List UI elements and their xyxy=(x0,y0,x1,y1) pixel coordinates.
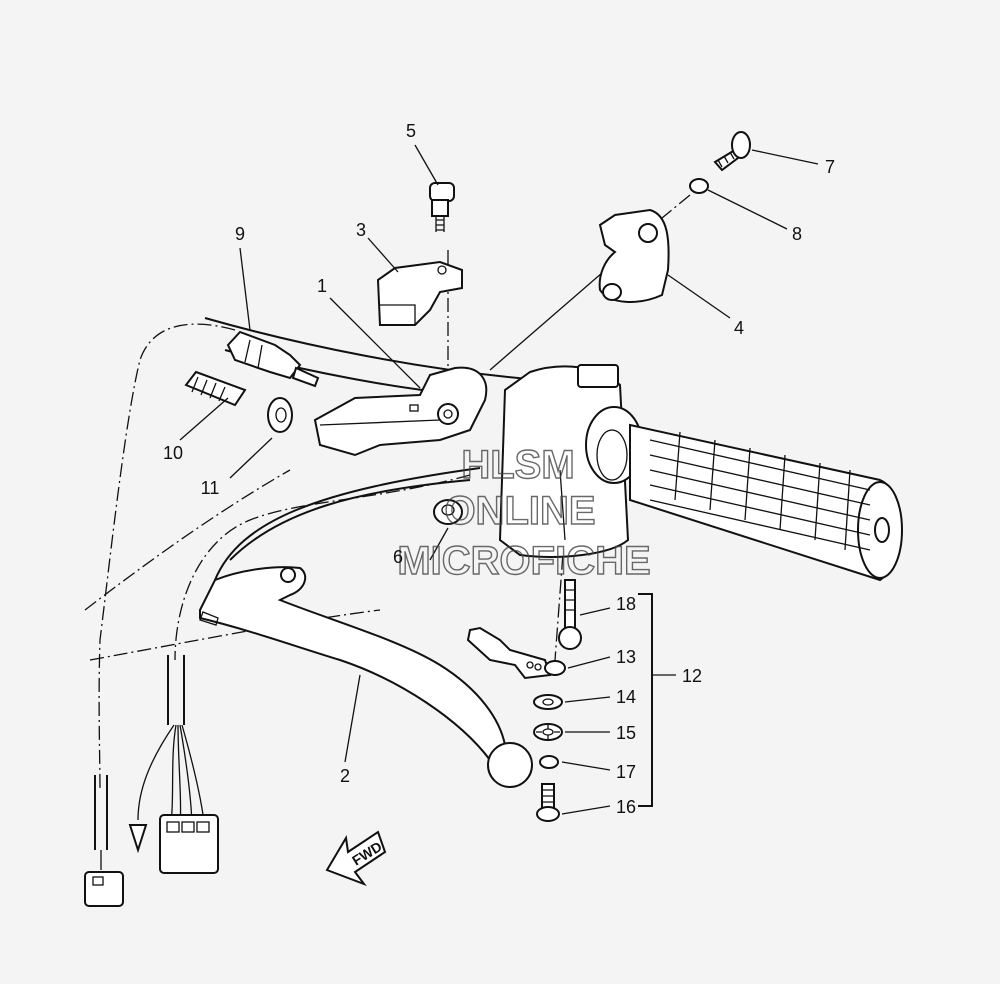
callout-2: 2 xyxy=(340,766,350,786)
cable-adjuster xyxy=(226,330,320,388)
callout-14: 14 xyxy=(616,687,636,707)
plain-washer-hole xyxy=(542,698,554,706)
callout-6: 6 xyxy=(393,547,403,567)
holder-washer xyxy=(689,178,709,194)
lever-cover xyxy=(376,260,463,326)
clutch-cable-path xyxy=(98,323,236,791)
switch-housing xyxy=(498,364,643,558)
adjuster-locknut xyxy=(267,397,293,433)
lever-bracket xyxy=(313,366,488,457)
pivot-bolt xyxy=(429,182,455,232)
callout-11: 11 xyxy=(201,478,220,498)
callout-4: 4 xyxy=(734,318,744,338)
callout-7: 7 xyxy=(825,157,835,177)
leader-lines xyxy=(179,144,819,815)
callout-18: 18 xyxy=(616,594,636,614)
callout-10: 10 xyxy=(163,443,183,463)
lever-holder xyxy=(598,208,670,303)
callout-3: 3 xyxy=(356,220,366,240)
collar xyxy=(433,499,463,525)
switch-washer xyxy=(544,660,566,676)
callout-8: 8 xyxy=(792,224,802,244)
callout-13: 13 xyxy=(616,647,636,667)
wiring-harness xyxy=(128,655,219,874)
cable-connector xyxy=(84,775,124,907)
spring-washer xyxy=(539,755,559,769)
watermark-line-2: ONLINE xyxy=(444,489,595,533)
switch-wire-path xyxy=(174,474,471,661)
watermark-line-3: MICROFICHE xyxy=(397,539,650,583)
callout-9: 9 xyxy=(235,224,245,244)
switch-screw xyxy=(536,783,560,822)
holder-screw xyxy=(713,131,751,172)
fwd-arrow: FWD xyxy=(325,830,387,887)
watermark: HLSM ONLINE MICROFICHE xyxy=(397,442,652,583)
assembly-bracket-12 xyxy=(638,593,653,807)
callout-12: 12 xyxy=(682,666,702,686)
plain-washer xyxy=(533,694,563,710)
clutch-lever xyxy=(199,566,533,788)
reference-line-b xyxy=(89,609,381,661)
callout-5: 5 xyxy=(406,121,416,141)
clutch-switch xyxy=(466,626,552,680)
callout-16: 16 xyxy=(616,797,636,817)
lever-arm-outline xyxy=(214,467,481,581)
star-washer xyxy=(533,723,563,741)
reference-line-a xyxy=(84,469,291,611)
handlebar-grip xyxy=(629,423,903,582)
callout-1: 1 xyxy=(317,276,327,296)
long-screw xyxy=(558,579,582,650)
callout-17: 17 xyxy=(616,762,636,782)
watermark-line-1: HLSM xyxy=(461,443,574,487)
callout-15: 15 xyxy=(616,723,636,743)
adjuster-bolt xyxy=(184,370,247,407)
